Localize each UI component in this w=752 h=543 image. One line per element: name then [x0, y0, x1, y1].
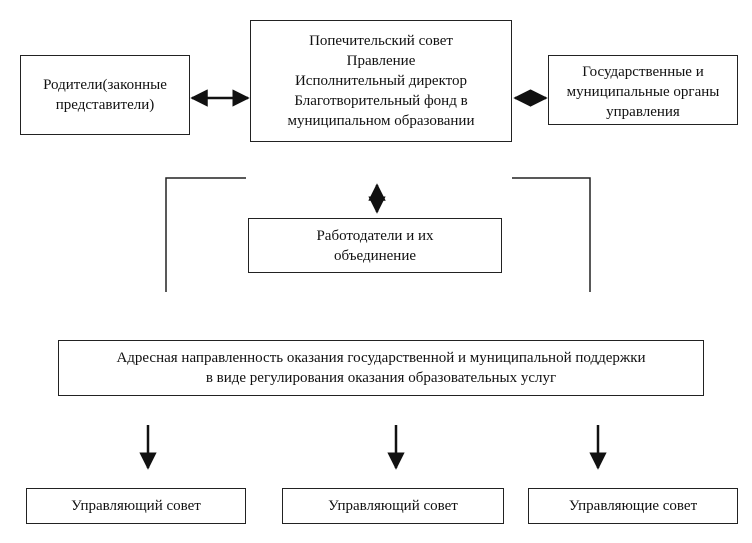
right-bracket-line — [512, 177, 591, 292]
council-box: Попечительский совет Правление Исполните… — [250, 20, 512, 142]
parents-line-2: представители) — [55, 97, 155, 113]
parents-line-1: Родители(законные — [43, 77, 167, 93]
governing-board-1: Управляющий совет — [26, 488, 246, 524]
state-line-2: муниципальные органы — [566, 84, 720, 100]
council-line-1: Попечительский совет — [309, 33, 453, 49]
targeted-line-2: в виде регулирования оказания образовате… — [205, 370, 557, 386]
governing-board-3: Управляющие совет — [528, 488, 738, 524]
employers-box: Работодатели и их объединение — [248, 218, 502, 273]
parents-box: Родители(законные представители) — [20, 55, 190, 135]
employers-line-1: Работодатели и их — [316, 227, 434, 244]
targeted-support-box: Адресная направленность оказания государ… — [58, 340, 704, 396]
board-2-label: Управляющий совет — [328, 498, 458, 514]
targeted-line-1: Адресная направленность оказания государ… — [116, 350, 646, 366]
council-line-4: Благотворительный фонд в — [294, 93, 468, 109]
council-line-5: муниципальном образовании — [287, 113, 475, 129]
board-3-label: Управляющие совет — [568, 498, 698, 514]
council-line-2: Правление — [346, 53, 416, 69]
board-1-label: Управляющий совет — [71, 498, 201, 514]
state-box: Государственные и муниципальные органы у… — [548, 55, 738, 125]
governing-board-2: Управляющий совет — [282, 488, 504, 524]
left-bracket-line — [165, 177, 246, 292]
state-line-1: Государственные и — [582, 64, 704, 80]
council-line-3: Исполнительный директор — [294, 73, 468, 89]
state-line-3: управления — [606, 104, 680, 120]
employers-line-2: объединение — [333, 247, 417, 264]
